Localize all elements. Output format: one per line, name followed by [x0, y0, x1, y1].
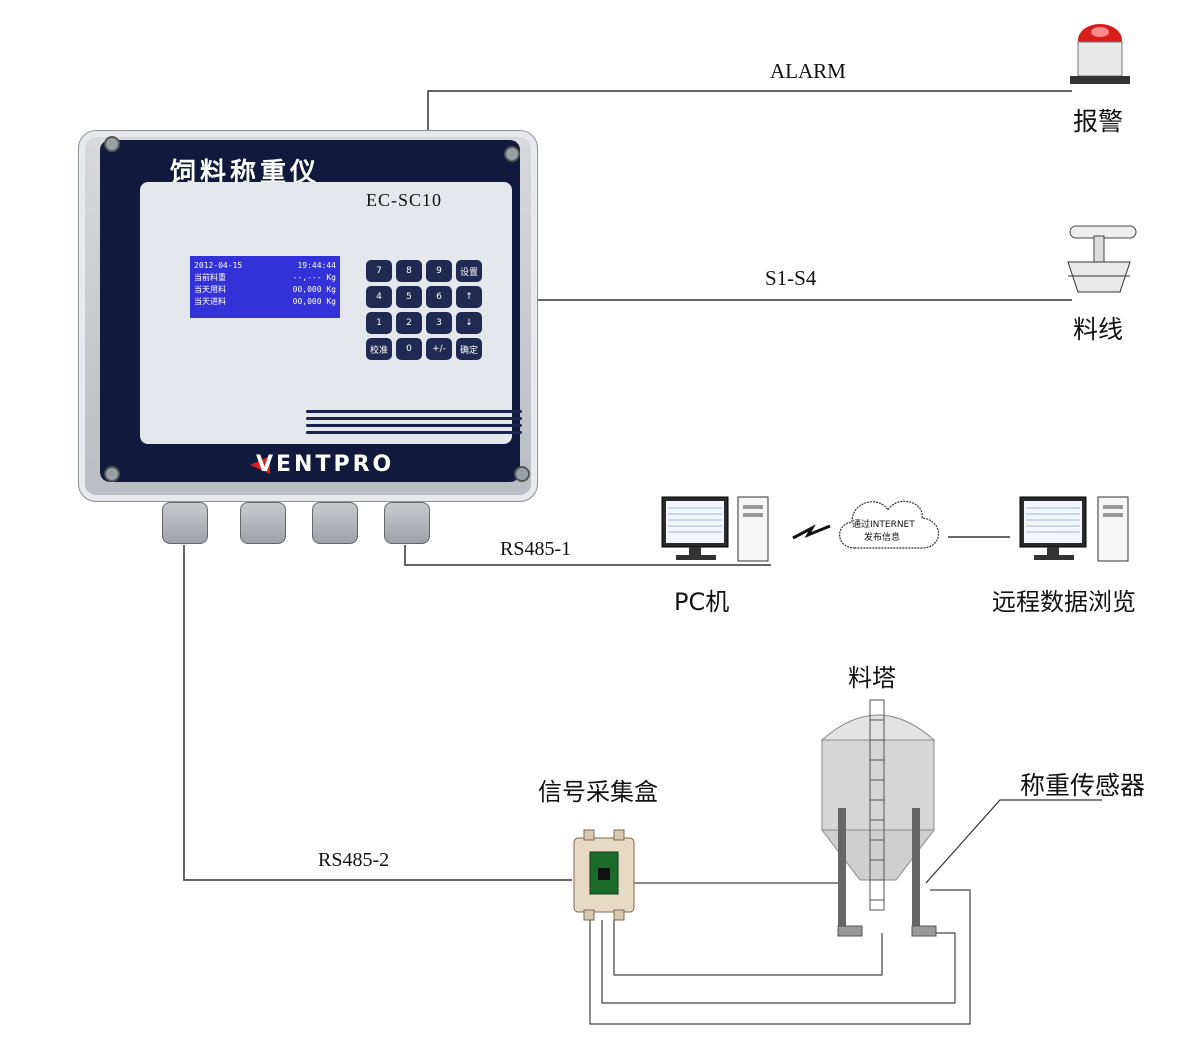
wireless-link-icon	[792, 524, 831, 540]
lcd-row-value: 00,000 Kg	[292, 297, 336, 306]
key-0[interactable]: 0	[396, 338, 422, 360]
screw-icon	[514, 466, 530, 482]
silo-icon	[820, 699, 937, 937]
brand-logo-icon	[250, 456, 270, 474]
load-sensor-label: 称重传感器	[1020, 771, 1146, 800]
cable-gland-icon	[384, 502, 430, 544]
lcd-row: 当天进料 00,000 Kg	[194, 296, 336, 308]
pc-icon	[661, 496, 769, 562]
remote-browse-label: 远程数据浏览	[992, 588, 1136, 616]
screw-icon	[504, 146, 520, 162]
sensor-wire-c	[601, 920, 956, 1004]
internet-cloud-icon	[839, 500, 939, 549]
screw-icon	[104, 136, 120, 152]
weighing-controller: 饲料称重仪 EC-SC10 2012-04-15 19:44:44 当前料重 -…	[78, 130, 538, 502]
feed-line-wire-label: S1-S4	[765, 266, 817, 290]
alarm-line-label: ALARM	[770, 59, 846, 83]
lcd-display: 2012-04-15 19:44:44 当前料重 --,--- Kg 当天用料 …	[190, 256, 340, 318]
key-up[interactable]: ↑	[456, 286, 482, 308]
lcd-row-value: 00,000 Kg	[292, 285, 336, 294]
key-confirm[interactable]: 确定	[456, 338, 482, 360]
lcd-row: 当前料重 --,--- Kg	[194, 272, 336, 284]
rs485-1-label: RS485-1	[500, 538, 572, 560]
lcd-datetime: 2012-04-15 19:44:44	[194, 260, 336, 272]
screw-icon	[104, 466, 120, 482]
cable-gland-icon	[162, 502, 208, 544]
controller-model: EC-SC10	[366, 190, 443, 210]
rs485-2-label: RS485-2	[318, 849, 390, 871]
silo-label: 料塔	[848, 664, 896, 692]
key-plus-minus[interactable]: +/-	[426, 338, 452, 360]
lcd-row-value: --,--- Kg	[292, 273, 336, 282]
key-down[interactable]: ↓	[456, 312, 482, 334]
key-calibrate[interactable]: 校准	[366, 338, 392, 360]
key-7[interactable]: 7	[366, 260, 392, 282]
feed-line-sensor-icon	[1067, 225, 1137, 293]
key-3[interactable]: 3	[426, 312, 452, 334]
controller-face: 饲料称重仪 EC-SC10 2012-04-15 19:44:44 当前料重 -…	[100, 140, 522, 482]
rs485-1-wire	[404, 545, 771, 566]
lcd-row-label: 当天进料	[194, 297, 226, 306]
key-5[interactable]: 5	[396, 286, 422, 308]
key-6[interactable]: 6	[426, 286, 452, 308]
key-settings[interactable]: 设置	[456, 260, 482, 282]
lcd-row-label: 当天用料	[194, 285, 226, 294]
key-2[interactable]: 2	[396, 312, 422, 334]
sensor-pointer	[925, 799, 1102, 884]
decorative-stripes	[306, 410, 522, 440]
collector-label: 信号采集盒	[538, 778, 658, 806]
feed-line-device-label: 料线	[1073, 315, 1124, 344]
internet-sub-label: 发布信息	[864, 533, 901, 543]
key-9[interactable]: 9	[426, 260, 452, 282]
sensor-wire-d	[589, 889, 971, 1025]
sensor-wire-b	[613, 920, 883, 976]
key-1[interactable]: 1	[366, 312, 392, 334]
cable-gland-icon	[240, 502, 286, 544]
key-4[interactable]: 4	[366, 286, 392, 308]
lcd-row: 当天用料 00,000 Kg	[194, 284, 336, 296]
keypad: 7 8 9 设置 4 5 6 ↑ 1 2 3 ↓ 校准 0 +/- 确定	[366, 260, 486, 360]
alarm-beacon-icon	[1070, 24, 1130, 84]
cable-gland-icon	[312, 502, 358, 544]
remote-pc-icon	[1019, 496, 1129, 562]
pc-label: PC机	[674, 588, 730, 616]
lcd-date: 2012-04-15	[194, 261, 243, 270]
rs485-2-wire	[183, 545, 572, 881]
alarm-wire	[427, 90, 1072, 138]
signal-collector-icon	[573, 829, 635, 921]
internet-label: 通过INTERNET	[852, 520, 915, 530]
lcd-time: 19:44:44	[297, 261, 336, 270]
brand-name: VENTPRO	[256, 452, 395, 477]
alarm-device-label: 报警	[1073, 107, 1124, 136]
key-8[interactable]: 8	[396, 260, 422, 282]
lcd-row-label: 当前料重	[194, 273, 226, 282]
